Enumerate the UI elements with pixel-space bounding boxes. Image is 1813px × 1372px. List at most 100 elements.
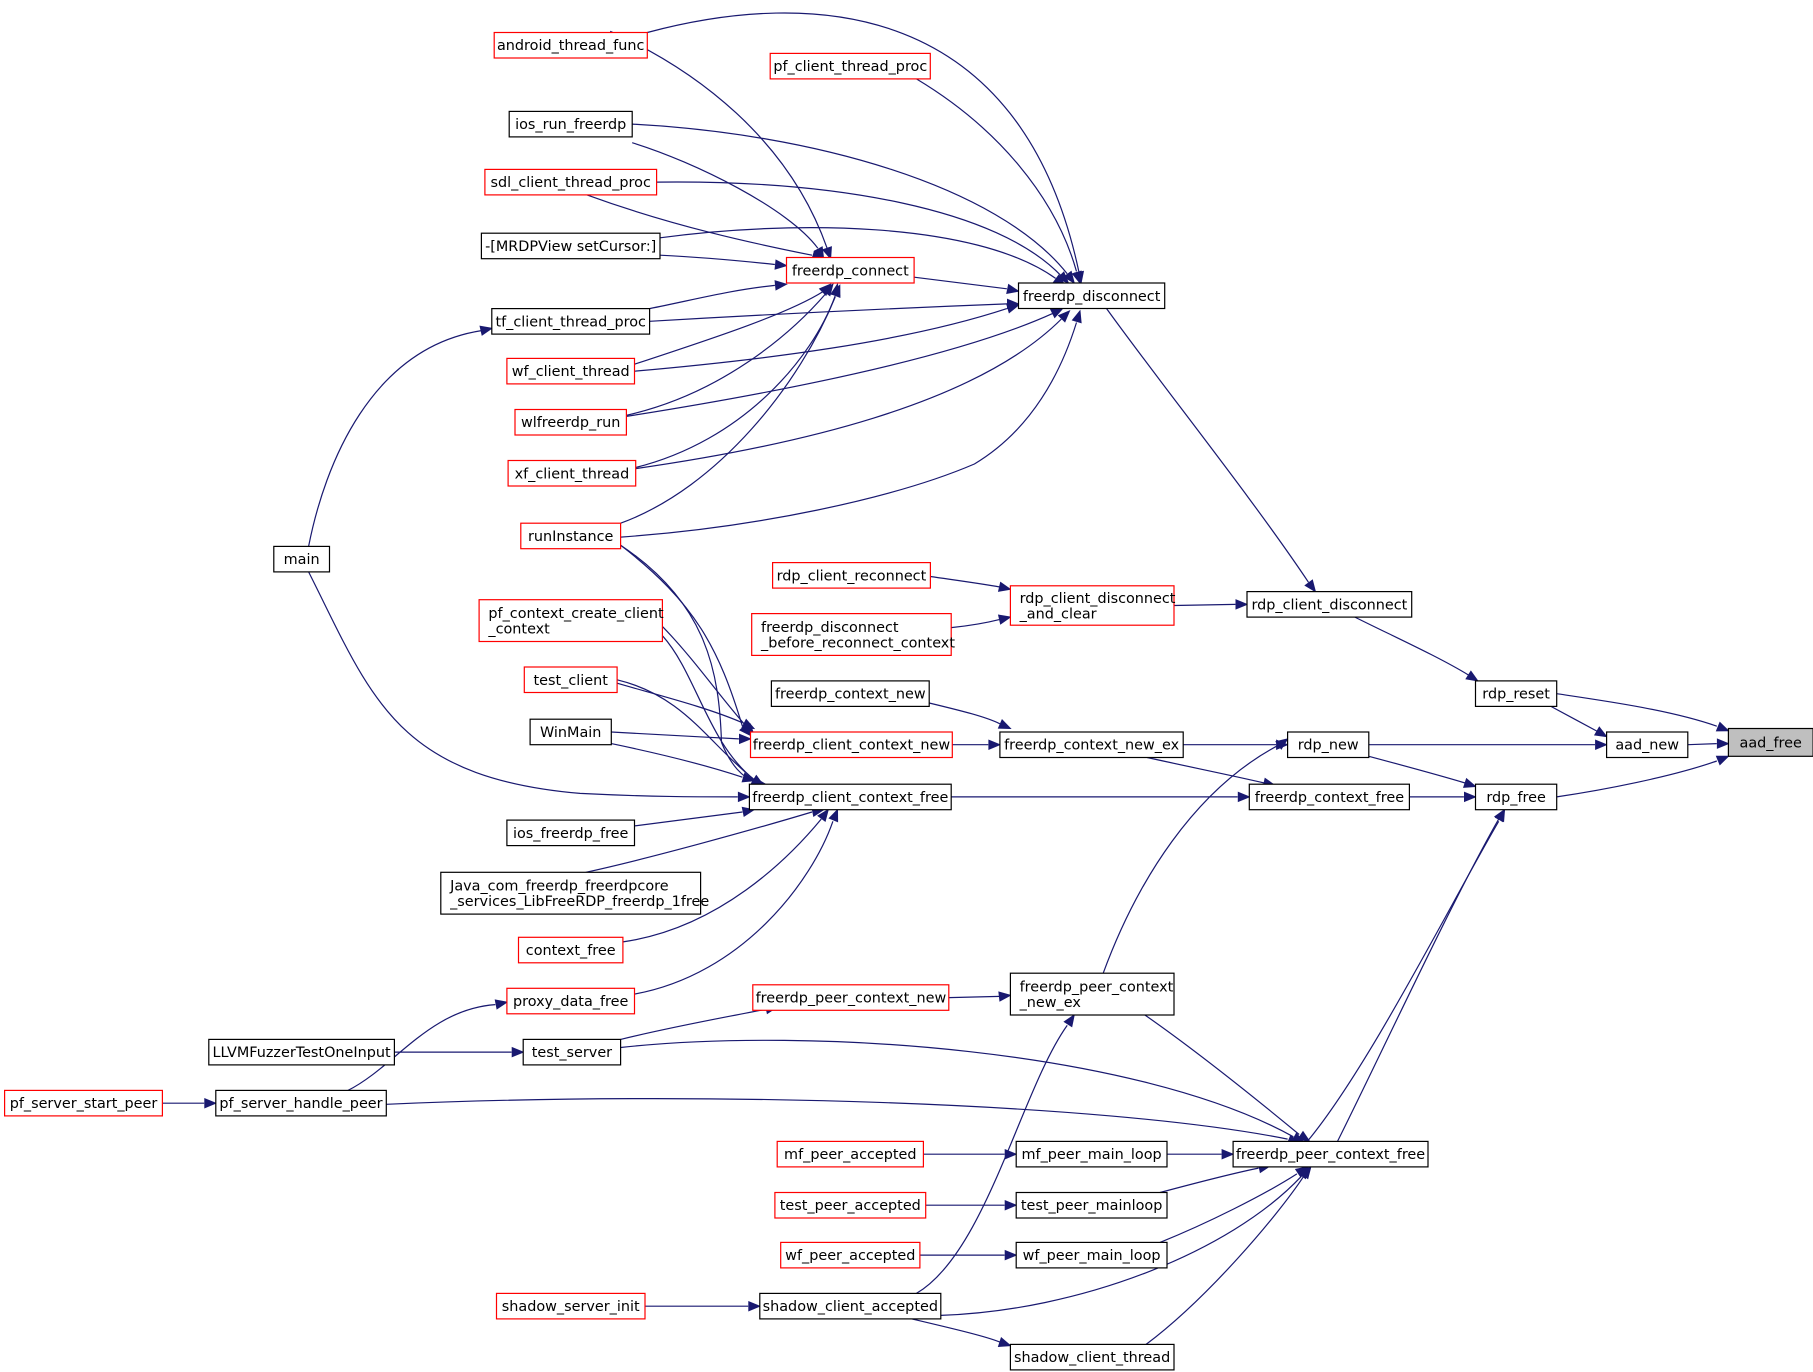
arrowhead (1237, 791, 1251, 803)
node-android-thread-func[interactable]: android_thread_func (493, 31, 648, 59)
node-runinstance[interactable]: runInstance (520, 522, 622, 550)
node-winmain[interactable]: WinMain (529, 718, 612, 746)
node-freerdp-client-context-new[interactable]: freerdp_client_context_new (749, 731, 953, 759)
call-edges (162, 12, 1730, 1347)
node-test-server[interactable]: test_server (522, 1038, 622, 1066)
node-freerdp-disconnect[interactable]: freerdp_disconnect (1017, 282, 1166, 310)
node-aad-free[interactable]: aad_free (1727, 727, 1813, 757)
call-edge (620, 1039, 1294, 1138)
node-pf-client-thread-proc[interactable]: pf_client_thread_proc (769, 52, 931, 80)
call-edge (616, 682, 743, 724)
node-tf-client-thread-proc[interactable]: tf_client_thread_proc (491, 308, 651, 335)
node-rdp-client-reconnect[interactable]: rdp_client_reconnect (771, 561, 931, 589)
node-label: test_peer_accepted (780, 1198, 921, 1214)
node-shadow-client-accepted[interactable]: shadow_client_accepted (759, 1292, 942, 1320)
call-edge (649, 284, 775, 310)
node-shadow-server-init[interactable]: shadow_server_init (495, 1292, 646, 1320)
node-rdp-reset[interactable]: rdp_reset (1474, 680, 1558, 708)
node-box (484, 168, 658, 196)
node-xf-client-thread[interactable]: xf_client_thread (507, 459, 637, 487)
arrowhead (1304, 579, 1317, 593)
call-edge (649, 303, 1007, 322)
node-pf-server-handle-peer[interactable]: pf_server_handle_peer (215, 1089, 387, 1117)
node-box (774, 1191, 927, 1219)
node-test-peer-mainloop[interactable]: test_peer_mainloop (1015, 1191, 1168, 1219)
arrowhead (1716, 738, 1730, 749)
call-edge (1147, 756, 1265, 784)
call-edge (1106, 308, 1309, 583)
node-box (506, 987, 636, 1015)
node-freerdp-context-free[interactable]: freerdp_context_free (1248, 783, 1411, 811)
node-pf-server-start-peer[interactable]: pf_server_start_peer (3, 1089, 164, 1117)
node-label: rdp_reset (1482, 687, 1550, 703)
node-label: rdp_free (1486, 790, 1546, 806)
node-mf-peer-main-loop[interactable]: mf_peer_main_loop (1015, 1140, 1168, 1168)
node-box (770, 680, 930, 708)
arrowhead (1004, 1249, 1018, 1261)
node-freerdp-peer-context-new-ex[interactable]: freerdp_peer_context_new_ex (1009, 972, 1175, 1016)
node-wf-client-thread[interactable]: wf_client_thread (506, 357, 636, 385)
node-freerdp-context-new[interactable]: freerdp_context_new (770, 680, 930, 708)
node-rdp-new[interactable]: rdp_new (1286, 731, 1370, 759)
node-shadow-client-thread[interactable]: shadow_client_thread (1009, 1343, 1175, 1371)
arrowhead (998, 991, 1012, 1002)
node-rdp-client-disconnect-and-clear[interactable]: rdp_client_disconnect_and_clear (1009, 585, 1176, 626)
call-edge (634, 290, 824, 365)
arrowhead (997, 719, 1012, 730)
node-freerdp-connect[interactable]: freerdp_connect (785, 256, 915, 284)
call-edge (386, 1098, 1288, 1140)
call-edge (1368, 755, 1466, 784)
arrowhead (988, 739, 1002, 750)
node-label: wlfreerdp_run (521, 415, 620, 431)
node-freerdp-disconnect-before-reconnect-context[interactable]: freerdp_disconnect_before_reconnect_cont… (751, 612, 956, 656)
node-ios-freerdp-free[interactable]: ios_freerdp_free (506, 819, 636, 847)
node-box (749, 731, 953, 759)
node-label: test_server (532, 1045, 612, 1061)
node-java-free[interactable]: Java_com_freerdp_freerdpcore_services_Li… (440, 871, 710, 915)
node-ios-run-freerdp[interactable]: ios_run_freerdp (508, 110, 633, 138)
node-label: test_client (534, 673, 609, 689)
node-freerdp-client-context-free[interactable]: freerdp_client_context_free (748, 783, 952, 811)
node-box (785, 256, 915, 284)
node-label: mf_peer_main_loop (1022, 1147, 1162, 1163)
node-label: wf_client_thread (512, 364, 630, 380)
node-box (1017, 282, 1166, 310)
node-freerdp-peer-context-new[interactable]: freerdp_peer_context_new (752, 984, 950, 1011)
node-wf-peer-main-loop[interactable]: wf_peer_main_loop (1015, 1241, 1168, 1269)
node-label: mf_peer_accepted (784, 1147, 917, 1163)
node-box (478, 599, 664, 643)
node-label: ios_freerdp_free (513, 826, 629, 842)
call-edge (308, 330, 482, 547)
node-test-client[interactable]: test_client (523, 666, 618, 694)
node-rdp-free[interactable]: rdp_free (1474, 783, 1558, 811)
node-label: rdp_client_disconnect (1251, 597, 1407, 613)
node-freerdp-context-new-ex[interactable]: freerdp_context_new_ex (999, 731, 1184, 759)
node-proxy-data-free[interactable]: proxy_data_free (506, 987, 636, 1015)
node-llvmfuzzertestoneinput[interactable]: LLVMFuzzerTestOneInput (208, 1038, 396, 1066)
arrowhead (1057, 309, 1071, 323)
arrowhead (741, 772, 756, 783)
node-label: _and_clear (1019, 606, 1097, 622)
node-aad-new[interactable]: aad_new (1605, 731, 1689, 759)
node-test-peer-accepted[interactable]: test_peer_accepted (774, 1191, 927, 1219)
call-edge (914, 276, 1007, 290)
node-box (748, 783, 952, 811)
call-edge (661, 625, 749, 729)
call-edge (1159, 1173, 1298, 1243)
node-freerdp-peer-context-free[interactable]: freerdp_peer_context_free (1232, 1140, 1429, 1168)
node-box (208, 1038, 396, 1066)
node-main[interactable]: main (273, 545, 331, 573)
node-mrdpview-setcursor[interactable]: -[MRDPView setCursor:] (480, 232, 661, 260)
node-pf-context-create-client-context[interactable]: pf_context_create_client_context (478, 599, 664, 643)
node-wlfreerdp-run[interactable]: wlfreerdp_run (514, 408, 628, 436)
node-label: freerdp_disconnect (1023, 289, 1161, 305)
call-edge (620, 544, 743, 727)
node-context-free[interactable]: context_free (517, 936, 624, 964)
node-mf-peer-accepted[interactable]: mf_peer_accepted (776, 1140, 925, 1168)
node-wf-peer-accepted[interactable]: wf_peer_accepted (780, 1241, 921, 1269)
node-rdp-client-disconnect[interactable]: rdp_client_disconnect (1246, 590, 1413, 618)
node-box (529, 718, 612, 746)
node-label: tf_client_thread_proc (495, 314, 646, 330)
node-box (776, 1140, 925, 1168)
node-sdl-client-thread-proc[interactable]: sdl_client_thread_proc (484, 168, 658, 196)
